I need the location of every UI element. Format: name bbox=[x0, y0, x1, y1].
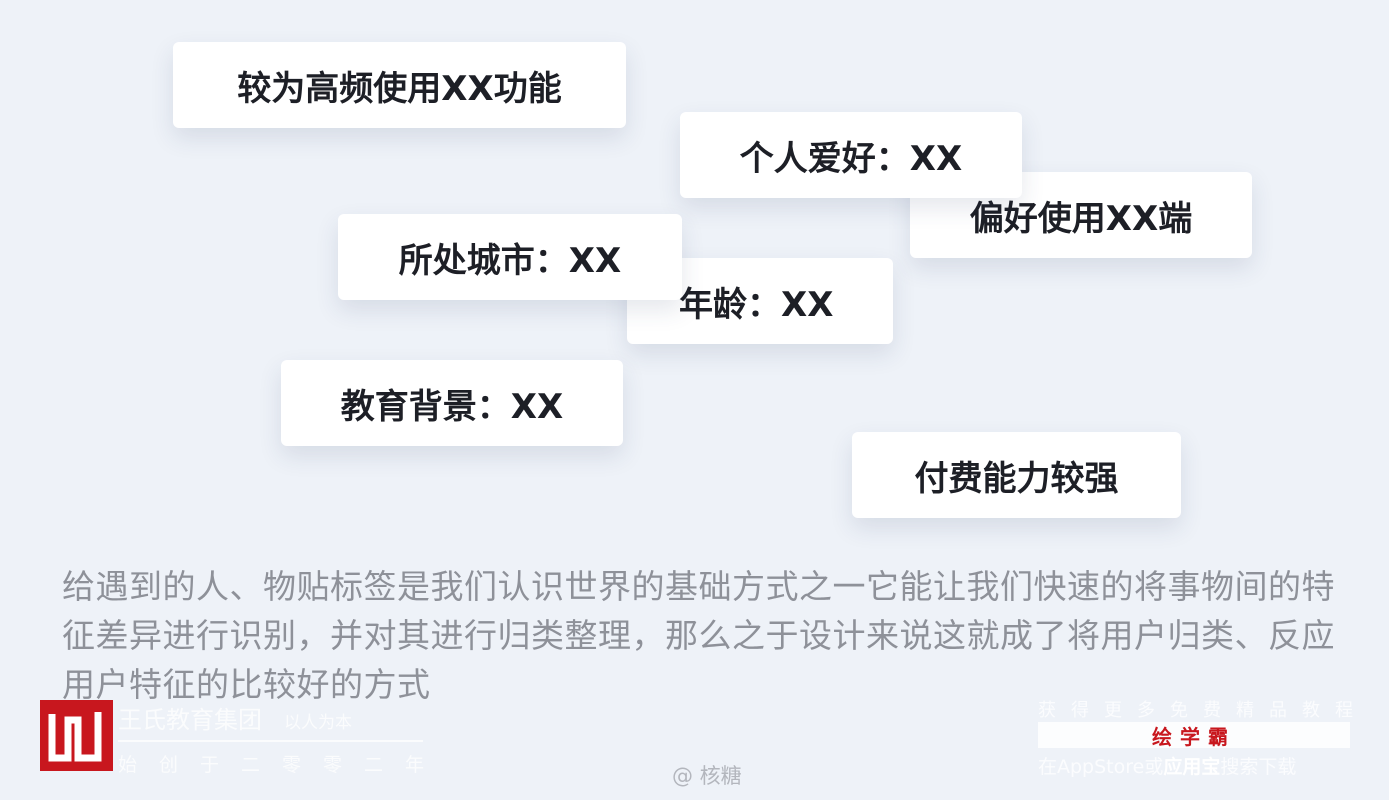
promo-block: 获得更多免费精品教程 绘学霸 在AppStore或应用宝搜索下载 bbox=[1038, 696, 1368, 779]
brand-name: 王氏教育集团 bbox=[118, 706, 262, 734]
tag-card-hobby: 个人爱好：XX bbox=[680, 112, 1022, 198]
brand-logo-icon bbox=[40, 700, 113, 771]
tag-card-platform-preference: 偏好使用XX端 bbox=[910, 172, 1252, 258]
brand-slogan: 以人为本 bbox=[284, 713, 352, 733]
promo-download-pre: 在AppStore或 bbox=[1038, 756, 1164, 778]
promo-headline: 获得更多免费精品教程 bbox=[1038, 700, 1368, 721]
promo-app-badge: 绘学霸 bbox=[1038, 722, 1350, 749]
promo-download-store: 应用宝 bbox=[1163, 756, 1221, 778]
description-paragraph: 给遇到的人、物贴标签是我们认识世界的基础方式之一它能让我们快速的将事物间的特征差… bbox=[62, 567, 1335, 704]
tag-card-payment-ability: 付费能力较强 bbox=[852, 432, 1181, 518]
brand-divider bbox=[118, 740, 423, 742]
promo-download-text: 在AppStore或应用宝搜索下载 bbox=[1038, 752, 1350, 779]
tag-card-education: 教育背景：XX bbox=[281, 360, 623, 446]
promo-download-post: 搜索下载 bbox=[1220, 756, 1297, 778]
author-watermark: @ 核糖 bbox=[672, 764, 742, 788]
tag-card-city: 所处城市：XX bbox=[338, 214, 682, 300]
tag-card-feature-usage: 较为高频使用XX功能 bbox=[173, 42, 626, 128]
brand-block: 王氏教育集团 以人为本 始创于二零零二年 bbox=[118, 700, 447, 777]
brand-founded-text: 始创于二零零二年 bbox=[118, 754, 447, 776]
